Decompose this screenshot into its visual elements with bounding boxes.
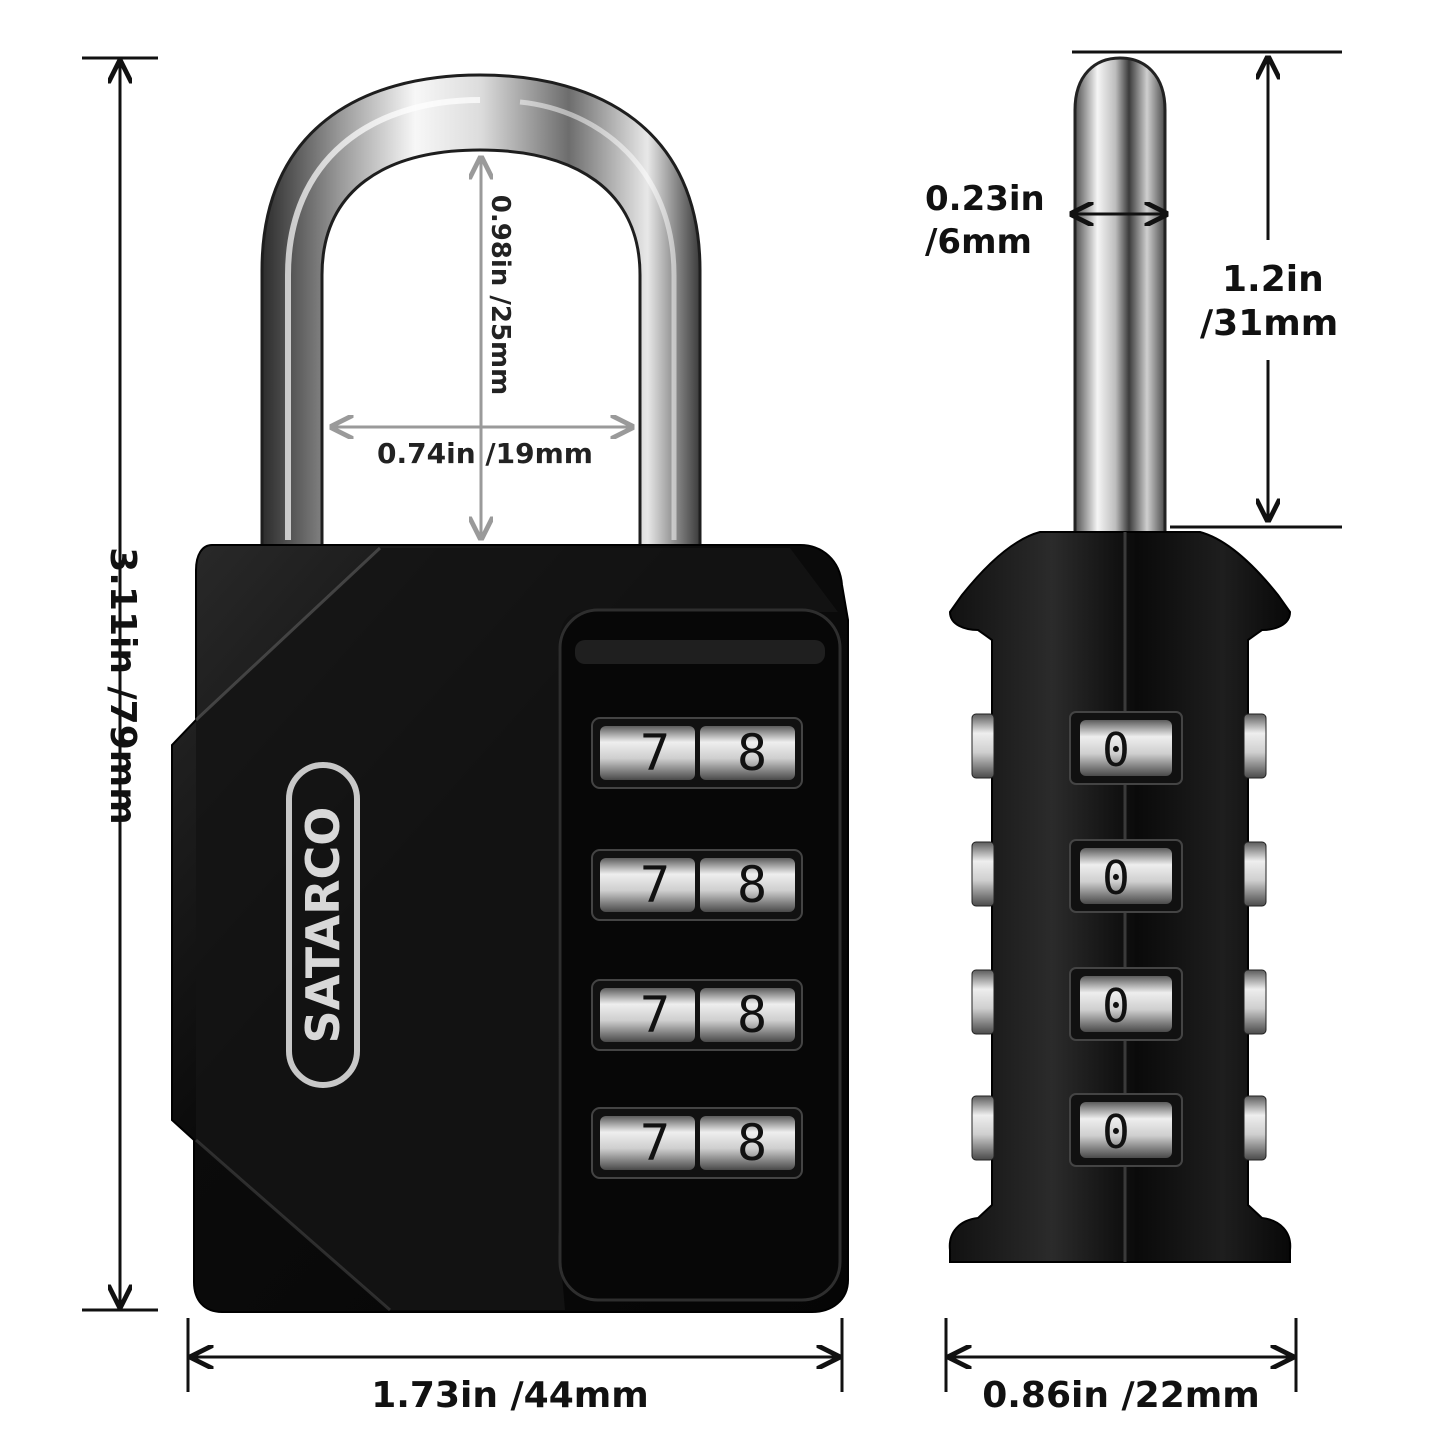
svg-text:SATARCO: SATARCO bbox=[296, 807, 350, 1044]
dial-wheel bbox=[1080, 720, 1172, 776]
dial-wheel bbox=[600, 858, 695, 912]
dial-digit: 0 bbox=[1102, 851, 1130, 905]
shackle-clearance-height-label: 0.98in /25mm bbox=[485, 194, 515, 396]
dial-digit: 8 bbox=[737, 986, 767, 1044]
dial-wheel bbox=[1080, 848, 1172, 904]
dial-wheel bbox=[1080, 1102, 1172, 1158]
dial-digit: 8 bbox=[737, 724, 767, 782]
dial-digit: 7 bbox=[640, 856, 670, 914]
side-shackle bbox=[1073, 56, 1167, 542]
dial-digit: 8 bbox=[737, 1114, 767, 1172]
side-dial-row: 0 bbox=[971, 839, 1267, 913]
dial-digit: 7 bbox=[640, 724, 670, 782]
dial-wheel bbox=[1080, 976, 1172, 1032]
dial-digit: 7 bbox=[640, 986, 670, 1044]
front-shackle bbox=[260, 73, 702, 562]
shackle-height-in-label: 1.2in bbox=[1222, 259, 1324, 300]
inner-dimension-lines bbox=[332, 158, 632, 538]
dimension-lines bbox=[82, 50, 1342, 1392]
dial-wheel bbox=[700, 988, 795, 1042]
shackle-diameter-mm-label: /6mm bbox=[925, 222, 1032, 262]
total-height-label: 3.11in /79mm bbox=[102, 547, 143, 825]
dial-digit: 8 bbox=[737, 856, 767, 914]
shackle-height-mm-label: /31mm bbox=[1200, 303, 1339, 344]
dial-digit: 7 bbox=[640, 1114, 670, 1172]
shackle-diameter-in-label: 0.23in bbox=[925, 179, 1045, 219]
side-dial-row: 0 bbox=[971, 711, 1267, 785]
dial-digit: 0 bbox=[1102, 979, 1130, 1033]
dial-wheel bbox=[700, 1116, 795, 1170]
brand-logo: SATARCO bbox=[286, 762, 360, 1088]
side-dial-row: 0 bbox=[971, 967, 1267, 1041]
dial-wheel bbox=[700, 726, 795, 780]
body-width-label: 1.73in /44mm bbox=[371, 1375, 649, 1416]
dial-wheel bbox=[600, 726, 695, 780]
dial-wheel bbox=[600, 1116, 695, 1170]
dial-wheel bbox=[700, 858, 795, 912]
side-dial-row: 0 bbox=[971, 1093, 1267, 1167]
shackle-inner-width-label: 0.74in /19mm bbox=[377, 437, 593, 470]
side-thickness-label: 0.86in /22mm bbox=[982, 1375, 1260, 1416]
dial-digit: 0 bbox=[1102, 1105, 1130, 1159]
dial-digit: 0 bbox=[1102, 723, 1130, 777]
dial-wheel bbox=[600, 988, 695, 1042]
front-dial-housing bbox=[558, 608, 842, 1302]
side-dial-rows: 0 0 0 0 bbox=[971, 711, 1267, 1167]
